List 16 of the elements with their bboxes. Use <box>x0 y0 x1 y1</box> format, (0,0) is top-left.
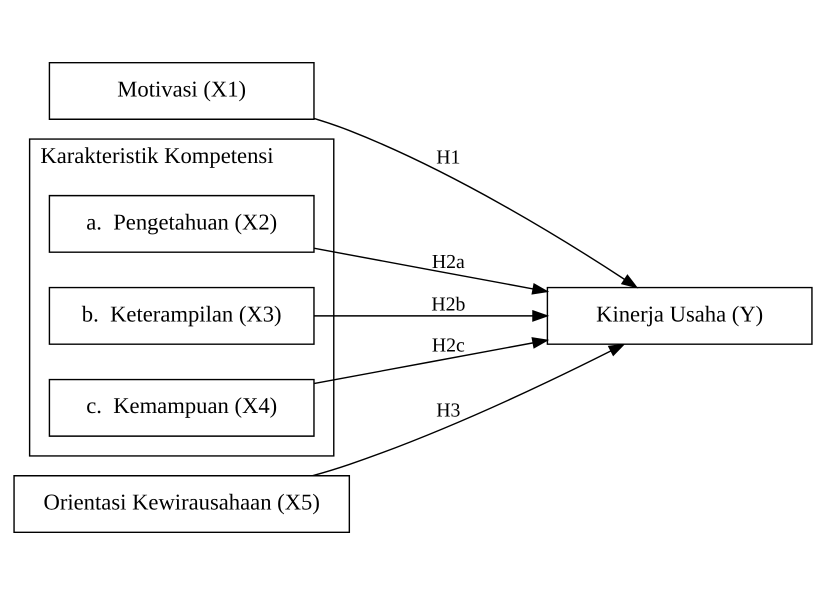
node-box: c. Kemampuan (X4) <box>48 378 315 437</box>
arrow <box>314 337 550 384</box>
arrow <box>312 343 626 476</box>
edge-label: H1 <box>436 146 460 168</box>
arrow <box>314 248 550 295</box>
edge-label: H2c <box>432 334 465 357</box>
arrow <box>314 118 638 288</box>
edge-label: H2a <box>432 251 465 274</box>
node-box: Kinerja Usaha (Y) <box>546 286 813 345</box>
node-box: Orientasi Kewirausahaan (X5) <box>13 475 350 534</box>
node-box: b. Keterampilan (X3) <box>48 286 315 345</box>
edge-label: H3 <box>436 400 460 422</box>
edge-label: H2b <box>431 294 466 316</box>
arrow <box>314 310 550 322</box>
node-box: a. Pengetahuan (X2) <box>48 194 315 253</box>
node-box: Motivasi (X1) <box>48 62 315 120</box>
